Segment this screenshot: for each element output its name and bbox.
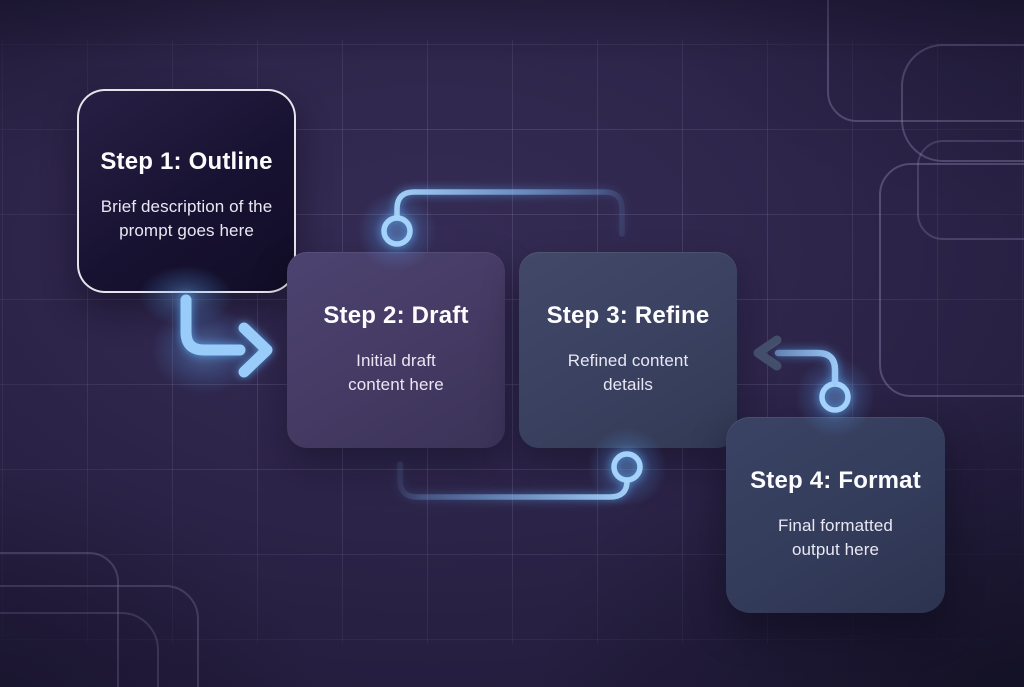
decor-rounded-outline-top-right-2: [901, 44, 1024, 162]
step-title: Step 3: Refine: [546, 301, 710, 329]
decor-rounded-outline-bottom-left-2: [0, 585, 199, 687]
ring-node-icon: [611, 451, 643, 483]
decor-rounded-outline-top-right-4: [917, 140, 1024, 240]
connector-step3-to-step2-icon: [397, 451, 643, 500]
step-description: Refined content details: [567, 350, 689, 395]
step-card-2: Step 2: Draft Initial draft content here: [287, 252, 505, 448]
step-title: Step 2: Draft: [323, 301, 469, 329]
glow-spot: [130, 288, 280, 412]
ring-node-icon: [819, 381, 851, 413]
step-title: Step 1: Outline: [100, 147, 273, 175]
decor-rounded-outline-bottom-left-1: [0, 552, 119, 687]
decor-rounded-outline-top-right-1: [827, 0, 1024, 122]
connector-step2-to-step3-icon: [381, 189, 625, 247]
arrow-step1-to-step2-icon: [180, 294, 273, 378]
decor-rounded-outline-bottom-left-3: [0, 612, 159, 687]
step-card-4: Step 4: Format Final formatted output he…: [726, 417, 945, 613]
step-title: Step 4: Format: [750, 466, 921, 494]
dark-arrowhead-left-icon: [753, 335, 782, 371]
ring-node-icon: [381, 215, 413, 247]
decor-rounded-outline-top-right-3: [879, 163, 1024, 397]
step-card-3: Step 3: Refine Refined content details: [519, 252, 737, 448]
step-description: Initial draft content here: [348, 350, 444, 395]
connector-step4-icon: [753, 335, 851, 413]
step-description: Brief description of the prompt goes her…: [100, 196, 273, 241]
step-description: Final formatted output here: [778, 515, 893, 560]
step-card-1: Step 1: Outline Brief description of the…: [77, 89, 296, 293]
